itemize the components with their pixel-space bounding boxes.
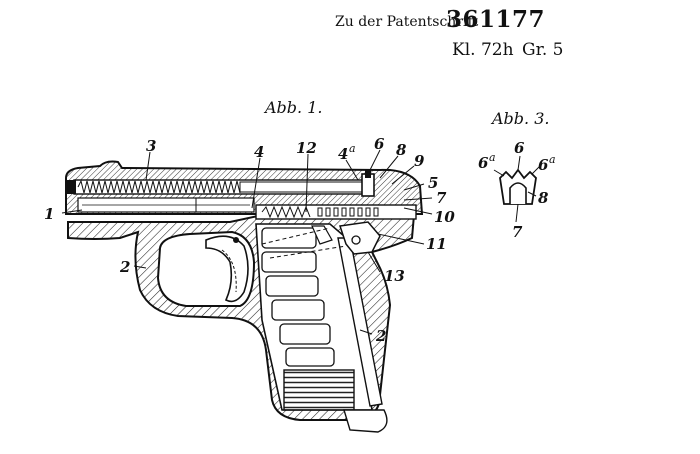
label-12: 12: [296, 139, 317, 157]
label-2-frame: 2: [119, 258, 130, 276]
pistol-section-drawing: [66, 162, 422, 433]
label-4a: 4: [338, 145, 348, 163]
label-6: 6: [374, 135, 385, 153]
label-4a-sup: a: [349, 142, 356, 155]
label-7: 7: [436, 189, 447, 207]
grip-plate: [284, 370, 354, 410]
label-2-bar: 2: [375, 327, 386, 345]
fig3-label-6a-left: 6: [478, 154, 489, 172]
fig3-label-6a-right-sup: a: [549, 153, 556, 166]
label-11: 11: [426, 235, 447, 253]
fig3-label-7: 7: [512, 223, 523, 241]
fig3-label-6a-left-sup: a: [489, 151, 496, 164]
fig3-label-6: 6: [514, 139, 525, 157]
label-4: 4: [254, 143, 264, 161]
fig3-label-6a-right: 6: [538, 156, 549, 174]
label-3: 3: [146, 137, 156, 155]
label-9: 9: [414, 152, 425, 170]
label-10: 10: [434, 208, 455, 226]
label-13: 13: [384, 267, 405, 285]
label-8: 8: [396, 141, 407, 159]
figure-3-part-drawing: [500, 170, 536, 222]
label-1: 1: [44, 205, 54, 223]
fig3-label-8: 8: [538, 189, 549, 207]
